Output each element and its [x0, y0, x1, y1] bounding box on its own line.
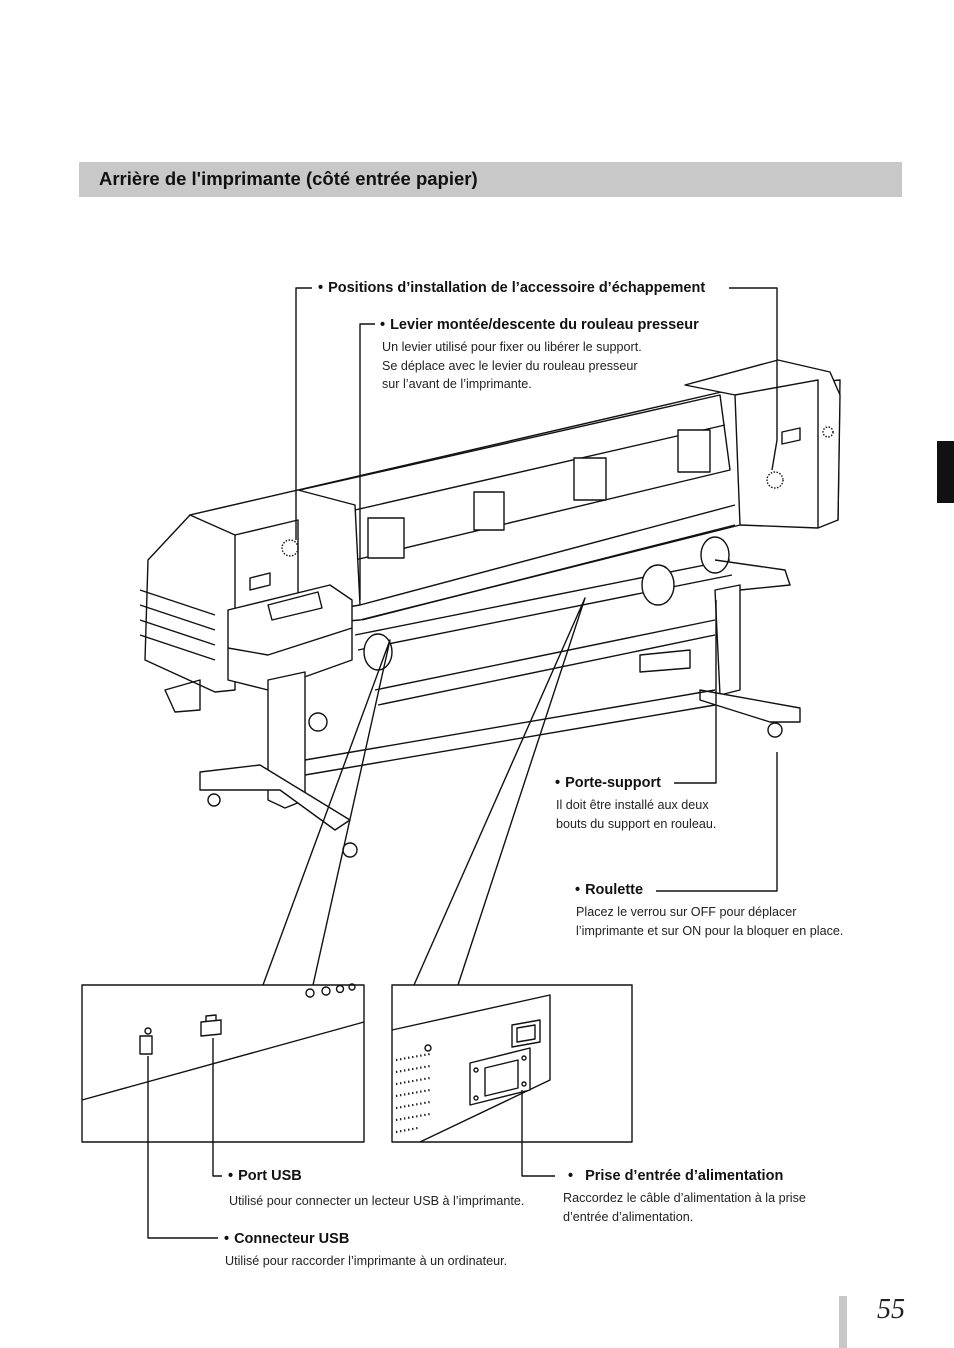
- desc-line: Un levier utilisé pour fixer ou libérer …: [382, 340, 642, 354]
- desc-media-holder: Il doit être installé aux deux bouts du …: [556, 796, 716, 833]
- label-text: Roulette: [585, 882, 644, 898]
- desc-line: sur l’avant de l’imprimante.: [382, 377, 532, 391]
- bullet: •: [555, 775, 561, 791]
- section-title: Arrière de l'imprimante (côté entrée pap…: [99, 168, 478, 189]
- page-number: 55: [877, 1294, 905, 1325]
- desc-usb-connector: Utilisé pour raccorder l’imprimante à un…: [225, 1252, 507, 1271]
- label-exhaust-accessory: •Positions d’installation de l’accessoir…: [318, 279, 705, 297]
- section-header: Arrière de l'imprimante (côté entrée pap…: [79, 162, 902, 197]
- desc-line: d’entrée d’alimentation.: [563, 1209, 694, 1224]
- desc-line: Raccordez le câble d’alimentation à la p…: [563, 1191, 806, 1205]
- desc-line: Il doit être installé aux deux: [556, 798, 709, 812]
- printer-body: [139, 359, 841, 858]
- bullet: •: [568, 1168, 574, 1184]
- desc-usb-port: Utilisé pour connecter un lecteur USB à …: [229, 1192, 524, 1211]
- desc-line: Utilisé pour connecter un lecteur USB à …: [229, 1194, 525, 1208]
- label-caster: •Roulette: [575, 881, 643, 899]
- label-text: Prise d’entrée d’alimentation: [585, 1168, 784, 1184]
- bullet: •: [224, 1231, 230, 1247]
- label-text: Positions d’installation de l’accessoire…: [328, 280, 706, 296]
- desc-line: l’imprimante et sur ON pour la bloquer e…: [576, 923, 844, 938]
- desc-line: Se déplace avec le levier du rouleau pre…: [382, 358, 638, 373]
- inset-power: [391, 984, 633, 1177]
- bullet: •: [380, 317, 386, 333]
- desc-line: Placez le verrou sur OFF pour déplacer: [576, 905, 797, 919]
- label-text: Port USB: [238, 1168, 302, 1184]
- desc-pressure-roller-lever: Un levier utilisé pour fixer ou libérer …: [382, 338, 642, 394]
- bullet: •: [318, 280, 324, 296]
- label-usb-connector: •Connecteur USB: [224, 1230, 349, 1248]
- label-text: Porte-support: [565, 775, 661, 791]
- callout-leaders: [262, 287, 778, 986]
- inset-usb: [81, 983, 365, 1239]
- chapter-tab: [937, 441, 954, 503]
- label-media-holder: •Porte-support: [555, 774, 661, 792]
- label-pressure-roller-lever: •Levier montée/descente du rouleau press…: [380, 316, 699, 334]
- label-text: Levier montée/descente du rouleau presse…: [390, 317, 699, 333]
- label-text: Connecteur USB: [234, 1231, 350, 1247]
- desc-line: Utilisé pour raccorder l’imprimante à un…: [225, 1254, 508, 1268]
- label-power-inlet: • Prise d’entrée d’alimentation: [568, 1167, 783, 1185]
- desc-caster: Placez le verrou sur OFF pour déplacer l…: [576, 903, 843, 940]
- page-number-rule: [839, 1296, 847, 1348]
- bullet: •: [228, 1168, 234, 1184]
- desc-power-inlet: Raccordez le câble d’alimentation à la p…: [563, 1189, 806, 1226]
- bullet: •: [575, 882, 581, 898]
- desc-line: bouts du support en rouleau.: [556, 816, 717, 831]
- label-usb-port: •Port USB: [228, 1167, 302, 1185]
